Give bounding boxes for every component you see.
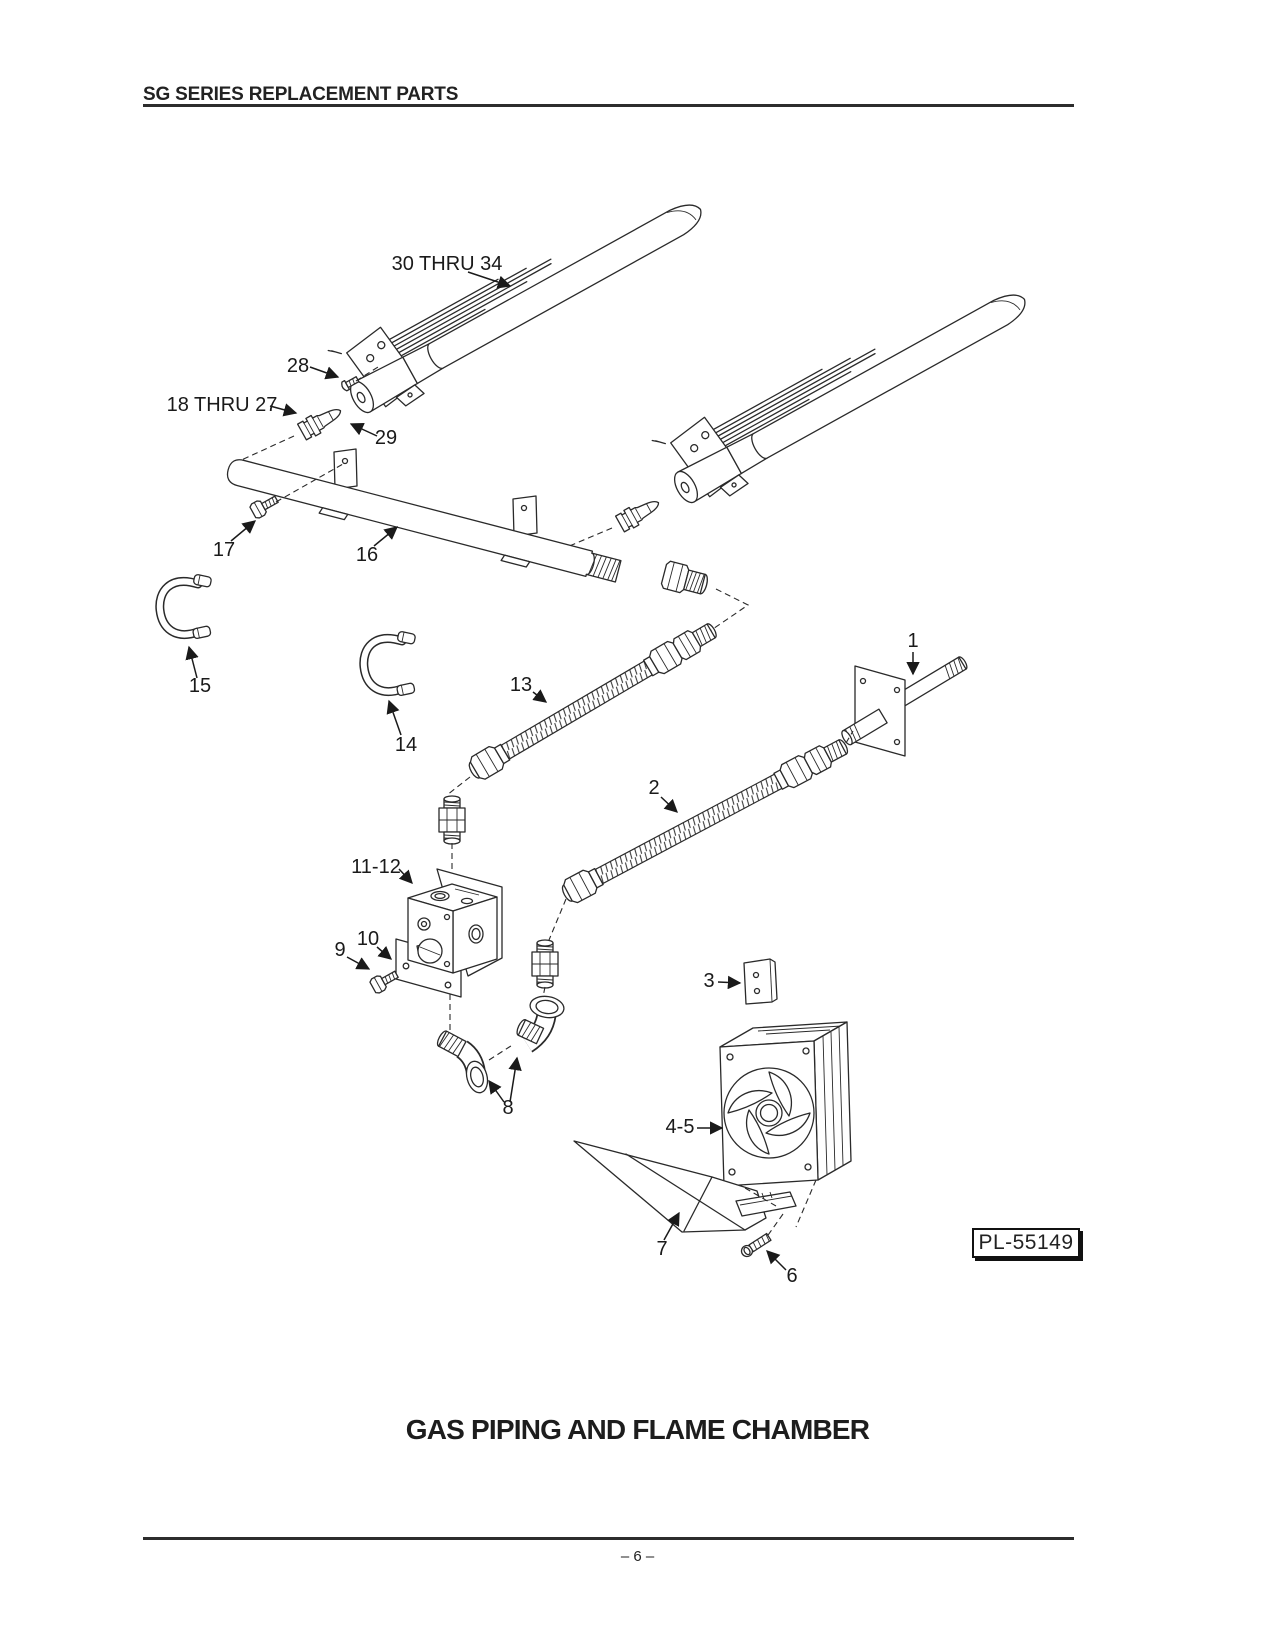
callout-item-15: 15 bbox=[189, 675, 211, 697]
manifold-bracket-right bbox=[512, 495, 538, 537]
footer-rule bbox=[143, 1537, 1074, 1540]
callout-items-18-thru-27: 18 THRU 27 bbox=[167, 394, 278, 416]
gas-valve bbox=[395, 868, 503, 998]
page-header: SG SERIES REPLACEMENT PARTS bbox=[143, 84, 459, 105]
callout-item-17: 17 bbox=[213, 539, 235, 561]
manifold-pipe bbox=[226, 459, 622, 583]
callout-labels: 30 THRU 34 28 18 THRU 27 29 17 16 15 14 … bbox=[167, 253, 919, 1287]
callout-item-8: 8 bbox=[502, 1097, 513, 1119]
flex-connector-upper bbox=[468, 623, 717, 780]
union-fitting-upper bbox=[438, 795, 466, 845]
burner-tube-assembly-lower bbox=[649, 248, 1040, 518]
callout-item-9: 9 bbox=[334, 939, 345, 961]
manifold-screw bbox=[249, 495, 279, 519]
orifice-fitting-upper bbox=[296, 401, 346, 442]
page-number: – 6 – bbox=[620, 1548, 655, 1565]
callout-leaders bbox=[185, 271, 920, 1271]
callout-item-3: 3 bbox=[703, 970, 714, 992]
elbow-fitting-right bbox=[516, 995, 565, 1053]
callout-item-16: 16 bbox=[356, 544, 378, 566]
callout-item-1: 1 bbox=[907, 630, 918, 652]
callout-item-10: 10 bbox=[357, 928, 379, 950]
elbow-fitting-left bbox=[436, 1030, 489, 1094]
deflector-plate bbox=[573, 1140, 797, 1233]
callout-item-28: 28 bbox=[287, 355, 309, 377]
orifice-fitting-lower bbox=[614, 493, 664, 534]
burner-tube-assembly-upper bbox=[325, 158, 716, 428]
burner-screw bbox=[341, 376, 360, 392]
header-rule bbox=[143, 104, 1074, 107]
plate-number-box: PL-55149 bbox=[972, 1228, 1080, 1258]
callout-item-7: 7 bbox=[656, 1238, 667, 1260]
mounting-plate bbox=[743, 958, 778, 1005]
manifold-cap-fitting bbox=[660, 560, 708, 595]
assembly-axis-dash bbox=[355, 366, 379, 382]
callout-item-13: 13 bbox=[510, 674, 532, 696]
jumper-wire-right bbox=[364, 631, 416, 696]
deflector-screw bbox=[740, 1232, 772, 1258]
callout-items-4-5: 4-5 bbox=[666, 1116, 695, 1138]
pilot-bracket-assembly bbox=[841, 656, 968, 757]
diagram-title: GAS PIPING AND FLAME CHAMBER bbox=[405, 1414, 870, 1445]
plate-number: PL-55149 bbox=[978, 1231, 1074, 1254]
callout-items-30-thru-34: 30 THRU 34 bbox=[392, 253, 503, 275]
callout-item-6: 6 bbox=[786, 1265, 797, 1287]
callout-items-11-12: 11-12 bbox=[351, 856, 401, 878]
callout-item-29: 29 bbox=[375, 427, 397, 449]
flame-chamber-fan bbox=[719, 1021, 852, 1187]
callout-item-2: 2 bbox=[648, 777, 659, 799]
valve-screw bbox=[369, 970, 399, 994]
jumper-wire-left bbox=[160, 574, 212, 639]
union-fitting-lower bbox=[531, 939, 559, 989]
flex-connector-lower bbox=[561, 739, 849, 904]
callout-item-14: 14 bbox=[395, 734, 417, 756]
manifold-bracket-left bbox=[333, 448, 358, 490]
